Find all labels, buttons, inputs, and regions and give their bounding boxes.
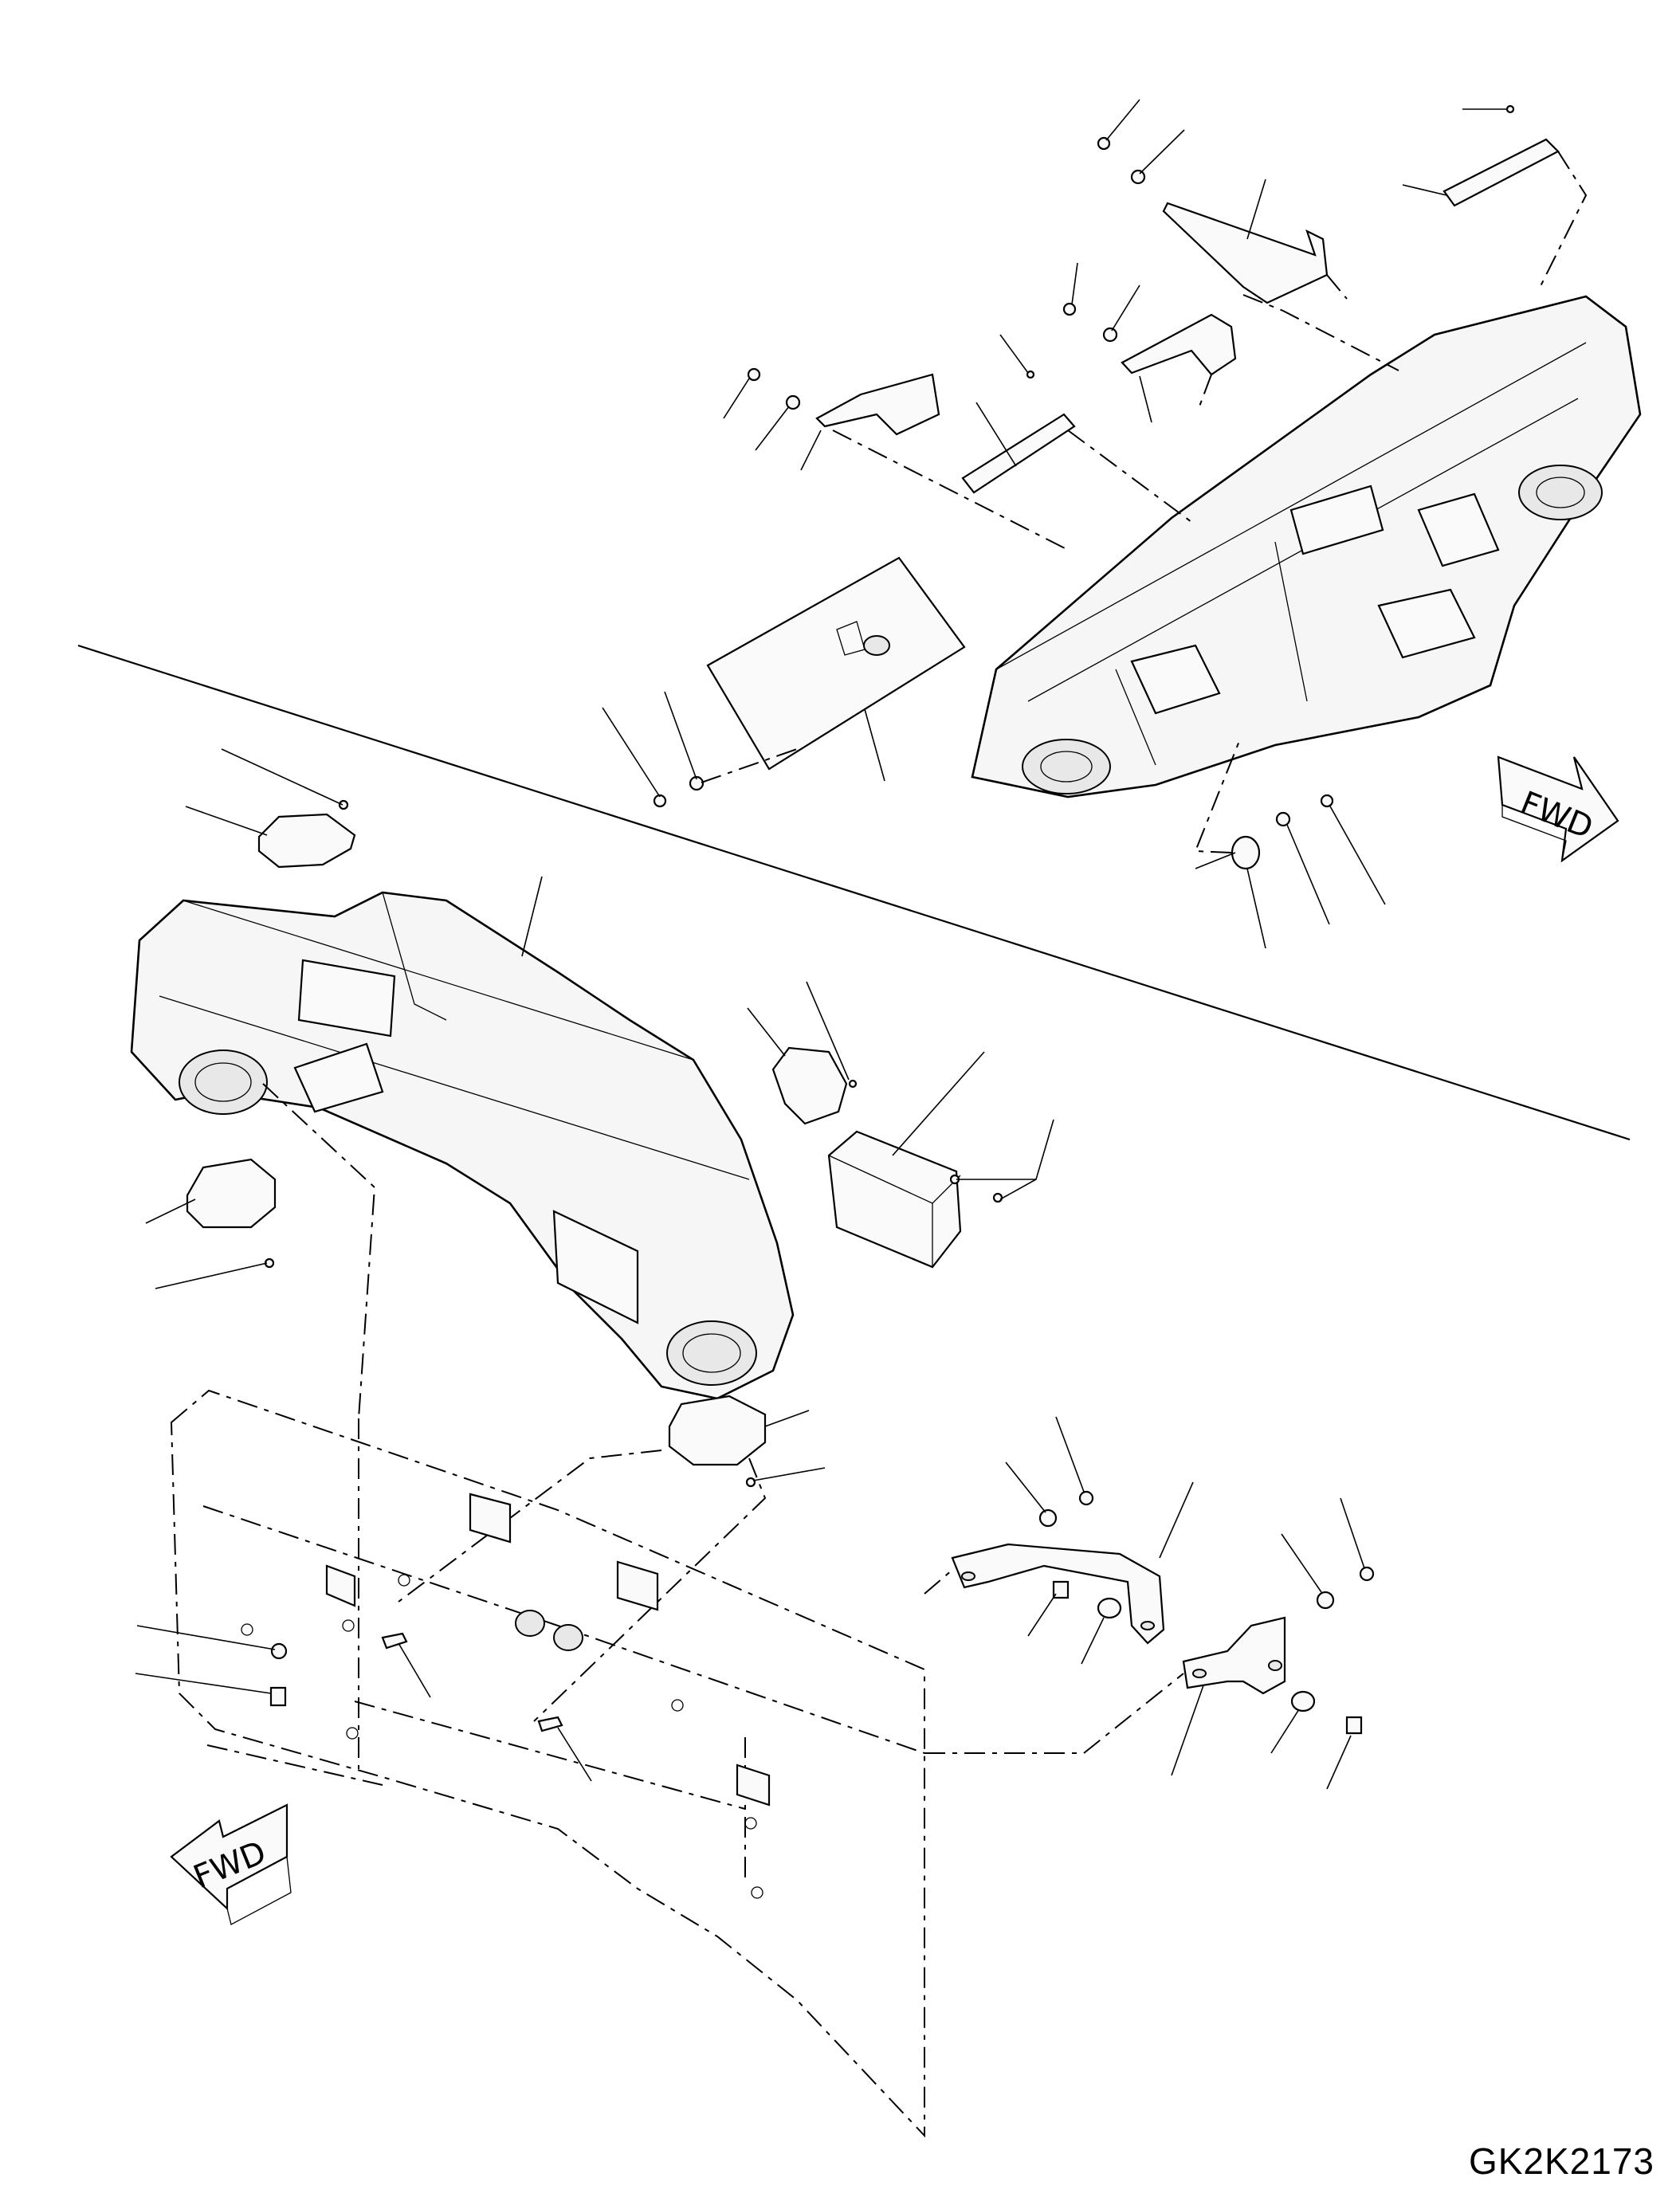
bolt-upper-4 [1062, 302, 1077, 316]
bolt-upper-1 [653, 794, 667, 808]
washer-upper-3 [1130, 169, 1146, 185]
speaker-grille-right [668, 1395, 767, 1466]
angle-bracket-left [815, 373, 940, 436]
rear-panel [170, 1083, 925, 2138]
upper-leader-lines [602, 99, 1508, 949]
speaker-ring-center [771, 1046, 848, 1125]
radio-bracket-box [827, 1130, 962, 1269]
screw-ring-center [848, 1079, 858, 1089]
lower-console-assembly [130, 891, 795, 1400]
panel-hole-2 [553, 1624, 583, 1651]
screw-upper-5 [1026, 370, 1035, 379]
nut-bracket-1 [1078, 1490, 1094, 1506]
washer-panel-left [270, 1642, 288, 1660]
rail-bracket-top-right [1443, 138, 1560, 207]
spacer-bracket-1 [1052, 1580, 1070, 1599]
nut-bracket-2 [1359, 1566, 1375, 1582]
bolt-upper-8 [1320, 794, 1334, 808]
grommet-bracket-1 [1097, 1597, 1122, 1619]
upper-console-assembly [971, 295, 1642, 798]
angle-bracket-top [1162, 202, 1329, 304]
support-bracket-right-2 [1182, 1616, 1286, 1695]
section-divider-line [77, 644, 1631, 1141]
lower-speaker-left [179, 1049, 268, 1115]
rear-panel-outline [170, 1389, 925, 2138]
washer-upper-7 [1275, 811, 1291, 827]
washer-upper-2 [785, 394, 801, 410]
angle-bracket-middle [1121, 313, 1237, 376]
washer-upper-4 [1102, 327, 1118, 343]
lower-leader-lines [135, 748, 1365, 1790]
upper-speaker-left [1022, 739, 1111, 794]
lower-console-housing [130, 891, 795, 1400]
spacer-bracket-2 [1345, 1716, 1363, 1735]
bolt-upper-3 [1097, 136, 1111, 151]
bolt-panel-2 [537, 1716, 563, 1732]
grommet-upper [1231, 835, 1261, 870]
drawing-code: GK2K2173 [1468, 2140, 1654, 2182]
screw-upper-6 [1505, 104, 1515, 114]
bolt-panel-1 [381, 1632, 408, 1650]
lower-brackets [924, 1490, 1375, 1754]
panel-hole-1 [515, 1610, 545, 1637]
upper-small-parts [653, 104, 1560, 870]
speaker-grille-left [186, 1158, 277, 1229]
screw-top-grille [338, 799, 349, 810]
lower-speaker-right [666, 1320, 757, 1386]
bolt-panel-left [269, 1686, 287, 1707]
mounting-plate [706, 556, 966, 771]
rail-bracket-middle [961, 413, 1076, 494]
lower-small-parts [186, 799, 1003, 1488]
grommet-bracket-2 [1290, 1690, 1316, 1712]
upper-speaker-right [1518, 465, 1603, 520]
fwd-arrow-lower: FWD [170, 1803, 292, 1925]
washer-upper-1 [689, 775, 705, 791]
support-bracket-right-1 [951, 1543, 1165, 1645]
screw-radio-2 [992, 1192, 1003, 1203]
speaker-grille-top [257, 813, 356, 869]
fwd-arrow-upper: FWD [1497, 755, 1619, 863]
bolt-upper-2 [747, 367, 761, 382]
upper-assembly-lines [701, 151, 1588, 853]
washer-bracket-1 [1038, 1508, 1058, 1528]
screw-grille-right [745, 1477, 756, 1488]
washer-bracket-2 [1316, 1591, 1335, 1610]
